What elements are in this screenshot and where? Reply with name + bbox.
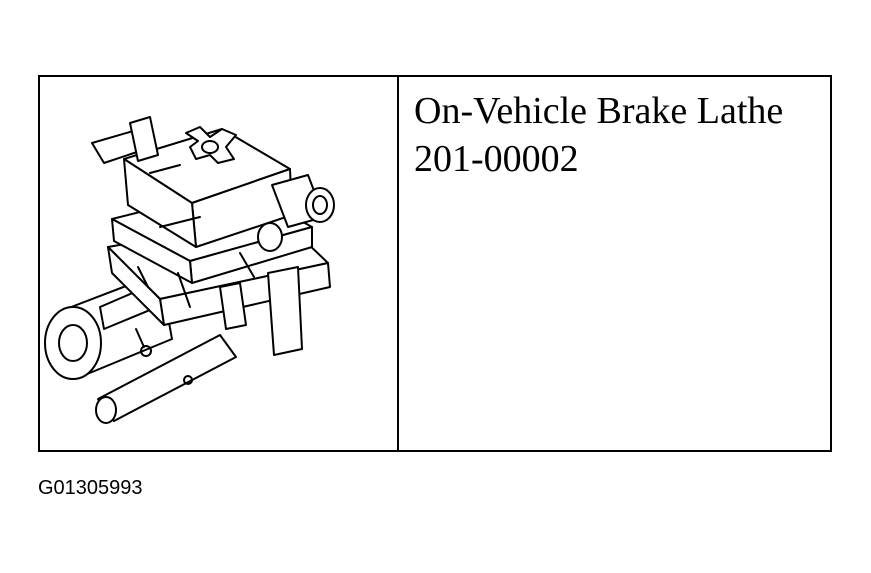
side-fitting xyxy=(257,174,335,252)
upper-housing xyxy=(91,116,293,248)
handle-bar xyxy=(95,334,237,424)
column-divider xyxy=(397,77,399,450)
brake-lathe-illustration xyxy=(44,116,335,424)
figure-frame: On-Vehicle Brake Lathe 201-00002 xyxy=(38,75,832,452)
part-number: 201-00002 xyxy=(414,138,579,180)
figure-id: G01305993 xyxy=(38,477,143,499)
figure-title: On-Vehicle Brake Lathe xyxy=(414,90,784,132)
adjustment-knob xyxy=(185,126,237,164)
figure-caption: On-Vehicle Brake Lathe 201-00002 xyxy=(414,87,783,183)
detail-lines xyxy=(135,164,255,385)
